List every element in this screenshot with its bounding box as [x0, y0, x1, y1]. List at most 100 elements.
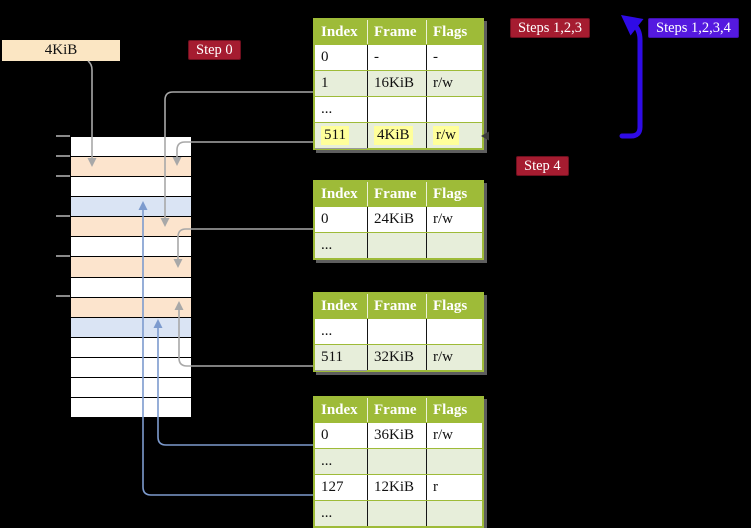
table-cell: [368, 97, 427, 122]
physical-memory-strip: [70, 136, 192, 418]
table-cell: ...: [315, 97, 368, 122]
memory-tick-0: [56, 135, 70, 137]
arrow-t3row511-to-32kib: [174, 301, 313, 367]
memory-tick-4: [56, 255, 70, 257]
memory-frame-row-5: [71, 237, 191, 258]
column-header-frame: Frame: [368, 20, 427, 44]
memory-frame-row-12: [71, 377, 191, 399]
memory-frame-row-10: [71, 337, 191, 358]
table-cell: 0: [315, 423, 368, 449]
table-cell: [368, 449, 427, 474]
table-cell: r/w: [433, 75, 453, 91]
column-header-flags: Flags: [433, 297, 468, 314]
memory-tick-2: [56, 175, 70, 177]
table-cell: [427, 319, 482, 344]
column-header-frame: Frame: [368, 182, 427, 206]
highlighted-value: 4KiB: [374, 126, 413, 145]
table-row: ...: [315, 96, 482, 122]
memory-frame-row-13: [71, 398, 191, 418]
column-header-frame: Frame: [368, 398, 427, 422]
table-row: 0--: [315, 44, 482, 70]
table-cell: r/w: [433, 427, 453, 443]
root-table-frame-label: 4KiB: [44, 42, 78, 58]
memory-tick-1: [56, 155, 70, 157]
table-cell: [427, 501, 482, 526]
memory-frame-row-11: [71, 357, 191, 378]
table-cell: [427, 233, 482, 258]
table-row: ...: [315, 448, 482, 474]
table-cell: [427, 97, 482, 122]
table-cell: r/w: [433, 349, 453, 365]
column-header-index: Index: [315, 294, 368, 318]
table-cell: [368, 501, 427, 526]
table-row: ...: [315, 232, 482, 258]
memory-frame-row-1: [71, 157, 191, 178]
arrow-t1row511-to-4kib: [172, 141, 313, 166]
table-cell: -: [433, 49, 438, 65]
step4-badge: Step 4: [516, 156, 569, 176]
table-cell: ...: [315, 233, 368, 258]
highlighted-value: 511: [321, 126, 349, 145]
memory-tick-5: [56, 295, 70, 297]
table-cell: 12KiB: [368, 475, 427, 500]
table-cell: r/w: [427, 123, 482, 148]
memory-frame-row-7: [71, 277, 191, 298]
memory-frame-row-0: [71, 137, 191, 158]
column-header-flags: Flags: [433, 401, 468, 418]
step0-badge: Step 0: [188, 40, 241, 60]
table-cell: r: [433, 479, 438, 495]
table-cell: 32KiB: [368, 345, 427, 370]
steps123-badge: Steps 1,2,3: [510, 18, 591, 38]
table-cell: 4KiB: [368, 123, 427, 148]
highlighted-value: r/w: [433, 126, 459, 145]
column-header-frame: Frame: [368, 294, 427, 318]
table-cell: ...: [315, 501, 368, 526]
table-cell: ...: [315, 449, 368, 474]
column-header-flags: Flags: [433, 23, 468, 40]
table-cell: [368, 319, 427, 344]
table-cell: 511: [315, 345, 368, 371]
memory-frame-row-4: [71, 217, 191, 238]
table-cell: 0: [315, 207, 368, 233]
table-cell: 1: [315, 71, 368, 97]
root-table-frame-box: 4KiB: [2, 40, 120, 61]
column-header-index: Index: [315, 20, 368, 44]
table-cell: ...: [315, 319, 368, 344]
arrow-t2row0-to-24kib: [173, 228, 313, 268]
table-row: 511 4KiB r/w: [315, 122, 482, 149]
memory-frame-row-3: [71, 197, 191, 218]
table-cell: 24KiB: [368, 207, 427, 232]
table-cell: 36KiB: [368, 423, 427, 448]
steps1234-badge: Steps 1,2,3,4: [648, 18, 739, 38]
memory-frame-row-8: [71, 297, 191, 318]
table-cell: 16KiB: [368, 71, 427, 96]
memory-tick-3: [56, 215, 70, 217]
table-cell: r/w: [433, 211, 453, 227]
memory-frame-row-9: [71, 317, 191, 338]
table-row: ...: [315, 318, 482, 344]
memory-frame-row-2: [71, 177, 191, 198]
table-cell: -: [368, 45, 427, 70]
table-cell: [427, 449, 482, 474]
table-cell: 511: [315, 123, 368, 149]
table-row: ...: [315, 500, 482, 526]
column-header-flags: Flags: [433, 185, 468, 202]
memory-frame-row-6: [71, 257, 191, 278]
row-connector-underline: [315, 148, 367, 149]
table-cell: [368, 233, 427, 258]
column-header-index: Index: [315, 398, 368, 422]
